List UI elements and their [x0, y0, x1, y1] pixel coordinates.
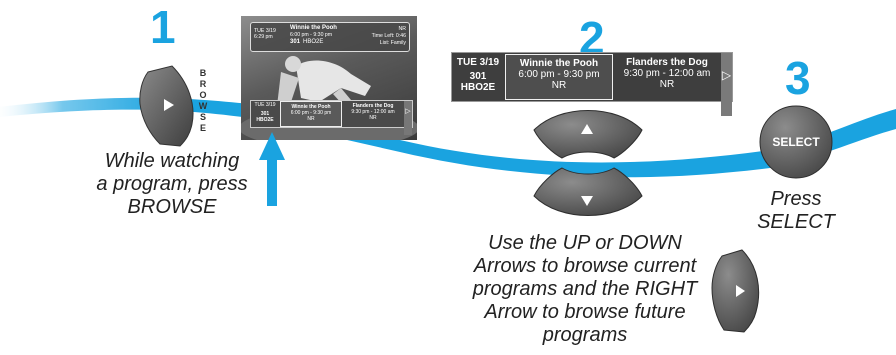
- tv-top-time-left: Time Left: 0:46: [371, 33, 406, 39]
- step-2-caption-line: programs: [542, 324, 628, 346]
- down-arrow-button[interactable]: [533, 167, 643, 216]
- step-2-caption-line: programs and the RIGHT: [472, 278, 698, 300]
- tv-top-schedule: 6:00 pm - 9:30 pm: [290, 32, 333, 38]
- browse-label-letter: O: [199, 90, 207, 100]
- browse-label-letter: E: [199, 123, 206, 133]
- tv-band-next-time: 9:30 pm - 12:00 am: [351, 109, 395, 115]
- tv-band-channel-num: 301: [260, 111, 270, 117]
- step-1-number: 1: [150, 1, 176, 53]
- tv-band-current-title: Winnie the Pooh: [291, 104, 331, 110]
- step-1-caption: While watching a program, press BROWSE: [82, 150, 262, 219]
- tv-band-right-arrow-icon: ▷: [404, 101, 412, 135]
- tv-band-next-rating: NR: [369, 115, 377, 121]
- select-button[interactable]: [759, 105, 833, 179]
- tv-band-current-time: 6:00 pm - 9:30 pm: [290, 110, 332, 116]
- tv-band-current-rating: NR: [307, 116, 315, 122]
- step-1-caption-line: While watching: [104, 150, 240, 172]
- tv-band-date: TUE 3/19: [254, 102, 276, 108]
- step-3-caption-line: SELECT: [757, 211, 835, 233]
- band-current-time: 6:00 pm - 9:30 pm: [518, 69, 600, 80]
- tv-top-time: 6:29 pm: [254, 34, 273, 40]
- browse-band: TUE 3/19 301 HBO2E Winnie the Pooh 6:00 …: [451, 52, 733, 116]
- tv-top-channel-num: 301: [290, 39, 301, 45]
- down-triangle-icon: [581, 196, 593, 206]
- play-arrow-icon: [164, 99, 174, 111]
- step-1-caption-line: a program, press: [96, 173, 248, 195]
- browse-label-letter: R: [199, 79, 207, 89]
- step-3-number: 3: [785, 52, 811, 104]
- band-next-time: 9:30 pm - 12:00 am: [623, 68, 711, 79]
- tv-top-list: List: Family: [379, 40, 406, 46]
- band-current-program[interactable]: Winnie the Pooh 6:00 pm - 9:30 pm NR: [505, 54, 613, 100]
- up-triangle-icon: [581, 124, 593, 134]
- step-1-caption-line: BROWSE: [127, 196, 217, 218]
- tv-top-title: Winnie the Pooh: [290, 25, 337, 31]
- tv-top-info-box: TUE 3/19 6:29 pm Winnie the Pooh NR 6:00…: [250, 22, 410, 52]
- band-right-arrow-icon[interactable]: ▷: [721, 53, 732, 116]
- browse-label-letter: B: [199, 68, 207, 78]
- band-channel-name: HBO2E: [460, 82, 496, 93]
- browse-label-letter: W: [198, 101, 208, 111]
- tv-top-rating: NR: [398, 26, 407, 32]
- step-2-caption-line: Use the UP or DOWN: [488, 232, 682, 254]
- tv-browse-band: TUE 3/19 301 HBO2E Winnie the Pooh 6:00 …: [250, 100, 413, 135]
- band-date: TUE 3/19: [456, 57, 500, 68]
- right-triangle-icon: [736, 285, 745, 297]
- band-current-title: Winnie the Pooh: [519, 58, 599, 69]
- up-arrow-button[interactable]: [533, 110, 643, 159]
- tv-band-channel-name: HBO2E: [256, 117, 274, 123]
- band-channel-num: 301: [469, 71, 487, 82]
- tv-top-date: TUE 3/19: [254, 28, 276, 34]
- step-2-caption-line: Arrows to browse current: [473, 255, 697, 277]
- band-next-rating: NR: [659, 79, 675, 90]
- select-button-label: SELECT: [772, 135, 820, 149]
- tv-band-next-title: Flanders the Dog: [352, 103, 394, 109]
- step-2-caption: Use the UP or DOWN Arrows to browse curr…: [455, 232, 715, 347]
- step-2-caption-line: Arrow to browse future: [484, 301, 686, 323]
- step-3-caption: Press SELECT: [746, 188, 846, 234]
- band-current-rating: NR: [551, 80, 567, 91]
- band-next-program[interactable]: Flanders the Dog 9:30 pm - 12:00 am NR: [614, 53, 720, 105]
- browse-label-letter: S: [199, 112, 206, 122]
- tv-top-channel-name: HBO2E: [303, 39, 324, 45]
- right-arrow-button[interactable]: [711, 249, 760, 333]
- step-3-caption-line: Press: [770, 188, 822, 210]
- tv-screen: TUE 3/19 6:29 pm Winnie the Pooh NR 6:00…: [241, 16, 417, 140]
- band-next-title: Flanders the Dog: [626, 57, 708, 68]
